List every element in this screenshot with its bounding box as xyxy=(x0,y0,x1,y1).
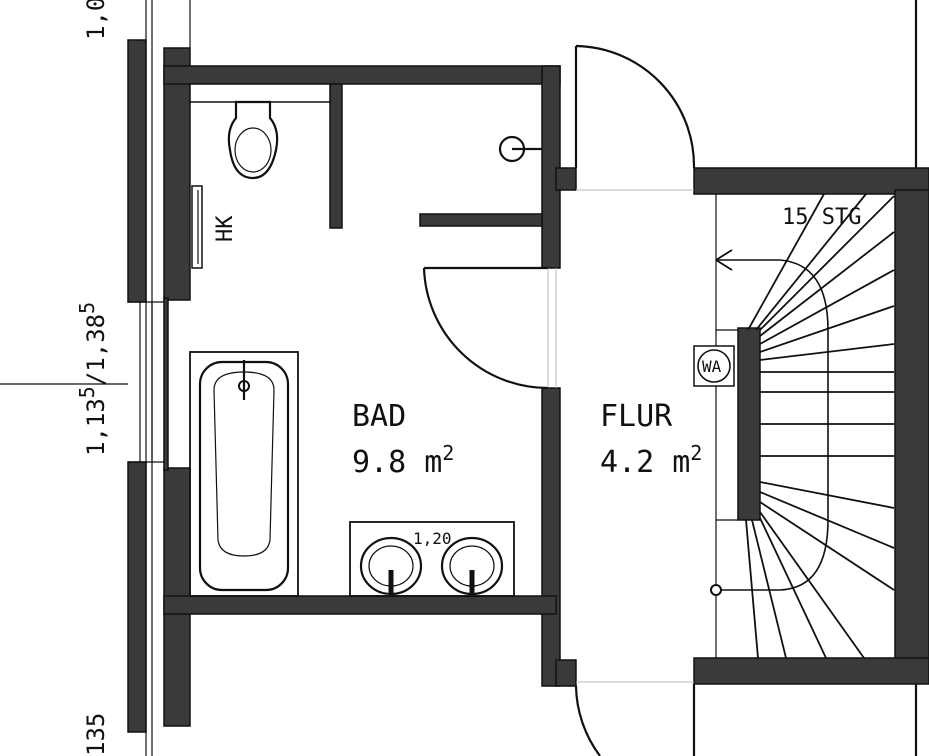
radiator-label: HK xyxy=(213,215,238,242)
stair-tread xyxy=(759,269,895,345)
bottom-hall-door xyxy=(574,685,601,756)
stair-tread xyxy=(751,519,787,659)
bad-room-name: BAD xyxy=(352,399,406,434)
stair-tread xyxy=(759,501,895,591)
stair-tread xyxy=(747,193,825,331)
dimension-bottom-left: 135 xyxy=(82,713,110,756)
washer xyxy=(693,345,735,387)
stair-tread xyxy=(745,519,759,659)
bathroom-walls xyxy=(163,47,577,727)
washer-label: WA xyxy=(702,357,722,376)
sink-width-label: 1,20 xyxy=(413,529,452,548)
stairs-label: 15 STG xyxy=(782,205,861,230)
stair-tread xyxy=(759,511,865,659)
stair-tread xyxy=(759,517,827,659)
double-sink xyxy=(349,521,515,597)
stair-tread xyxy=(759,481,895,509)
stair-tread xyxy=(759,343,895,361)
hall-walls xyxy=(547,0,929,756)
top-hall-door xyxy=(574,44,696,169)
shower-drain xyxy=(498,135,542,163)
dimension-top-left: 1,0 xyxy=(82,0,110,40)
staircase xyxy=(710,193,895,659)
radiator xyxy=(191,185,203,269)
left-exterior-wall xyxy=(0,0,191,756)
flur-room-name: FLUR xyxy=(600,399,673,434)
stair-tread xyxy=(759,231,895,337)
toilet xyxy=(189,83,331,180)
bathroom-door xyxy=(422,266,549,390)
bathtub xyxy=(189,351,299,597)
stair-tread xyxy=(755,193,867,331)
stair-tread xyxy=(759,491,895,549)
stair-tread xyxy=(759,195,895,331)
stair-tread xyxy=(759,305,895,353)
dimension-window: 1,135/1,385 xyxy=(75,302,110,456)
